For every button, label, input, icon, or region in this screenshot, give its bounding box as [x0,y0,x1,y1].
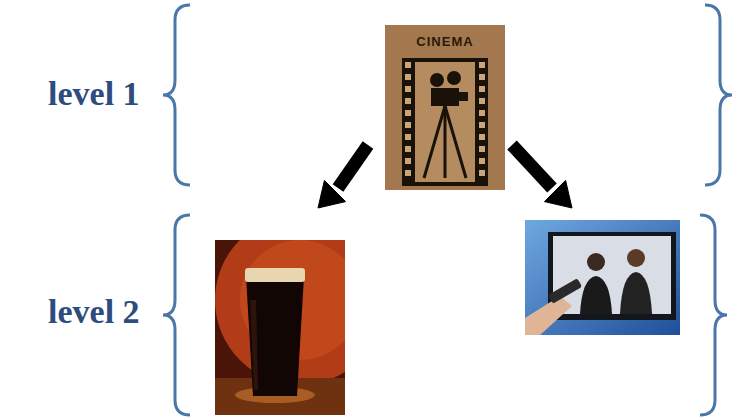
brace-group [163,5,732,415]
cinema-poster [385,25,505,190]
level-label: level 1 [48,74,140,114]
left-brace [163,215,190,415]
arrow-shaft [338,145,368,188]
poster-title: CINEMA [385,34,505,50]
arrow-shaft [512,145,552,188]
right-brace [705,5,732,185]
beer-photo [215,240,345,415]
film-frame [415,62,475,182]
left-brace [163,5,190,185]
arrow-head [318,180,346,208]
level-label: level 2 [48,292,140,332]
right-brace [700,215,727,415]
arrow-head [544,180,572,208]
arrow-group [318,145,572,208]
movie-camera [430,71,468,106]
poster-background [385,25,505,190]
tv-photo [525,220,680,335]
tripod [424,106,466,178]
film-strip [402,58,488,186]
